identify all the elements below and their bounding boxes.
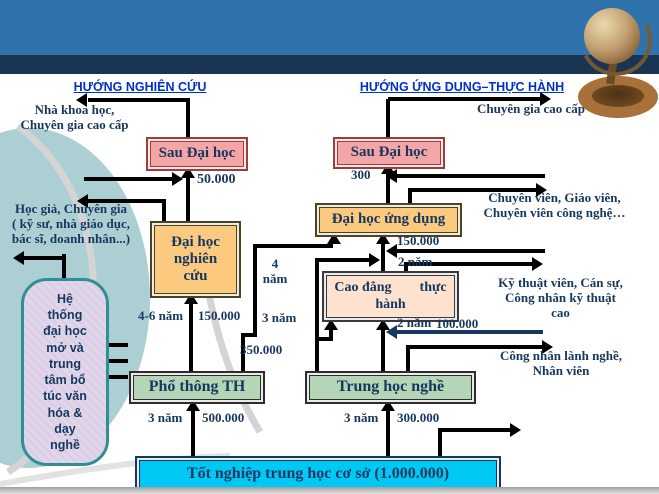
arrowhead-left xyxy=(386,169,397,183)
arrow-segment xyxy=(191,410,195,456)
arrow-segment xyxy=(315,258,319,371)
outcome-senior-experts: Chuyên gia cao cấp xyxy=(477,101,585,116)
arrow-segment xyxy=(108,375,128,379)
arrow-segment xyxy=(406,345,410,371)
flow-150000-right: 150.000 xyxy=(397,233,440,248)
title-banner xyxy=(0,0,659,55)
arrow-segment xyxy=(24,256,64,260)
arrowhead-right xyxy=(369,253,380,267)
arrowhead-right xyxy=(540,92,551,106)
flow-100000: 100.000 xyxy=(436,316,479,331)
arrow-segment xyxy=(189,303,193,371)
arrow-segment xyxy=(241,333,245,371)
arrowhead-up xyxy=(376,233,390,244)
arrow-segment xyxy=(186,100,190,137)
arrowhead-up xyxy=(184,293,198,304)
arrow-segment xyxy=(241,333,257,337)
flow-300000: 300.000 xyxy=(397,410,440,425)
arrowhead-up xyxy=(186,400,200,411)
duration-4-6-years: 4-6 năm xyxy=(138,308,184,323)
arrow-segment xyxy=(315,337,333,341)
box-postgraduate-right: Sau Đại học xyxy=(333,137,445,169)
duration-2-years-upper: 2 năm xyxy=(398,254,433,269)
arrow-segment xyxy=(381,243,385,271)
flow-350000: 350.000 xyxy=(240,342,283,357)
arrow-segment xyxy=(438,428,442,456)
globe-base-inner xyxy=(592,85,644,107)
box-applied-university: Đại học ứng dụng xyxy=(315,203,462,237)
box-research-university: Đại học nghiên cứu xyxy=(150,221,241,298)
box-vocational-secondary: Trung học nghề xyxy=(305,371,476,404)
header-applied-track: HƯỚNG ỨNG DUNG–THỰC HÀNH xyxy=(359,80,565,94)
duration-3-years-left: 3 năm xyxy=(148,410,183,425)
flow-300: 300 xyxy=(351,167,371,182)
arrow-segment xyxy=(397,174,545,178)
arrowhead-right xyxy=(172,172,183,186)
arrow-segment xyxy=(404,262,408,271)
arrow-segment xyxy=(84,177,174,181)
arrow-segment xyxy=(62,254,66,278)
box-open-university-system: Hệ thống đại học mở và trung tâm bổ túc … xyxy=(21,278,109,466)
arrow-segment xyxy=(186,177,190,221)
footer-bar xyxy=(0,487,659,494)
arrowhead-right xyxy=(536,183,547,197)
arrowhead-left xyxy=(77,194,88,208)
arrow-segment xyxy=(386,410,390,456)
arrow-segment xyxy=(404,262,532,266)
arrow-segment xyxy=(88,199,164,203)
arrow-segment xyxy=(88,98,190,102)
arrowhead-left-navy xyxy=(386,325,397,339)
outcome-technicians: Kỹ thuật viên, Cán sự, Công nhân kỹ thuậ… xyxy=(498,275,623,320)
arrowhead-up xyxy=(327,233,341,244)
outcome-scholars: Học giả, Chuyên gia ( kỹ sư, nhà giáo dụ… xyxy=(11,201,131,246)
flow-500000: 500.000 xyxy=(202,410,245,425)
arrow-segment xyxy=(386,173,390,203)
arrow-segment xyxy=(386,99,390,137)
globe-sphere xyxy=(584,8,640,64)
arrow-segment xyxy=(381,330,385,371)
arrow-segment xyxy=(329,329,333,339)
arrowhead-left xyxy=(386,244,397,258)
arrow-segment xyxy=(108,359,128,363)
arrowhead-right xyxy=(542,340,553,354)
arrow-segment xyxy=(438,428,510,432)
arrowhead-left xyxy=(76,93,87,107)
arrowhead-left xyxy=(13,251,24,265)
arrowhead-up xyxy=(181,167,195,178)
box-upper-secondary: Phổ thông TH xyxy=(129,371,265,404)
arrowhead-up xyxy=(381,400,395,411)
arrowhead-up xyxy=(376,319,390,330)
box-practical-college: Cao đẳng thực hành xyxy=(322,271,459,322)
arrow-segment xyxy=(253,244,257,337)
arrowhead-right xyxy=(532,257,543,271)
arrow-segment xyxy=(315,258,369,262)
arrow-segment xyxy=(253,244,333,248)
arrowhead-up xyxy=(324,319,338,330)
arrow-segment-navy xyxy=(397,330,543,334)
flow-150000-left: 150.000 xyxy=(198,308,241,323)
header-research-track: HƯỚNG NGHIÊN CỨU xyxy=(73,80,207,94)
arrow-segment xyxy=(406,345,542,349)
arrow-segment xyxy=(388,97,540,101)
outcome-specialists-teachers: Chuyên viên, Giáo viên, Chuyên viên công… xyxy=(483,190,626,220)
arrowhead-right xyxy=(510,423,521,437)
arrow-segment xyxy=(408,188,412,203)
box-postgraduate-left: Sau Đại học xyxy=(146,137,248,171)
outcome-skilled-workers: Công nhân lành nghề, Nhân viên xyxy=(499,348,623,378)
duration-2-years-lower: 2 năm xyxy=(397,315,432,330)
duration-3-years-mid: 3 năm xyxy=(262,310,297,325)
outcome-scientists: Nhà khoa học, Chuyên gia cao cấp xyxy=(20,102,129,132)
navy-divider-bar xyxy=(0,55,659,74)
duration-4-years: 4 năm xyxy=(262,256,288,286)
flow-50000: 50.000 xyxy=(197,172,236,187)
arrow-segment xyxy=(408,188,536,192)
arrow-segment xyxy=(162,199,166,221)
arrow-segment xyxy=(397,249,545,253)
duration-3-years-right: 3 năm xyxy=(344,410,379,425)
arrow-segment xyxy=(108,343,128,347)
